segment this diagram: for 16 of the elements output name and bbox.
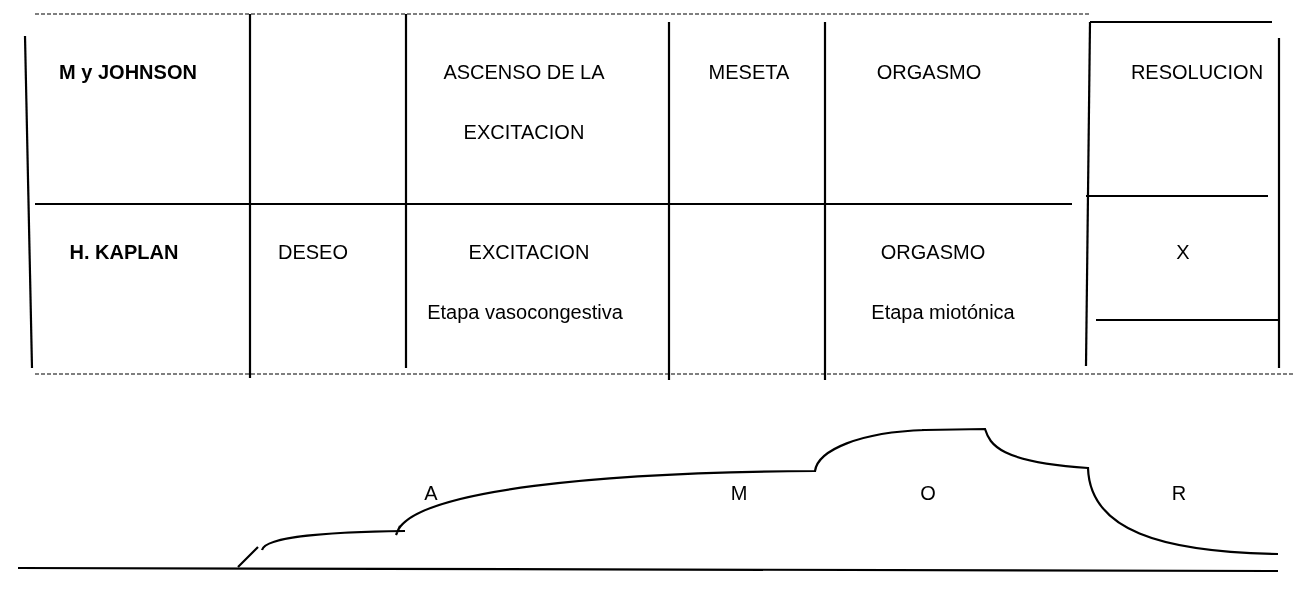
table-cell-text: ORGASMO	[876, 60, 982, 84]
table-cell-text: X	[1176, 240, 1190, 264]
table-cell-text: MESETA	[708, 60, 790, 84]
curve-label: R	[1171, 481, 1187, 505]
table-cell-text: DESEO	[278, 240, 348, 264]
table-cell-text: ASCENSO DE LA EXCITACION	[442, 60, 606, 145]
table-cell-text: Etapa miotónica	[871, 300, 1015, 324]
curve-label: A	[424, 481, 438, 505]
table-cell-text: EXCITACION	[468, 240, 590, 264]
row-header: M y JOHNSON	[59, 60, 197, 84]
table-cell-text: ORGASMO	[880, 240, 986, 264]
row-header: H. KAPLAN	[69, 240, 179, 264]
table-cell-text: Etapa vasocongestiva	[427, 300, 623, 324]
curve-label: O	[920, 481, 936, 505]
table-cell-text: RESOLUCION	[1130, 60, 1264, 84]
curve-label: M	[730, 481, 748, 505]
